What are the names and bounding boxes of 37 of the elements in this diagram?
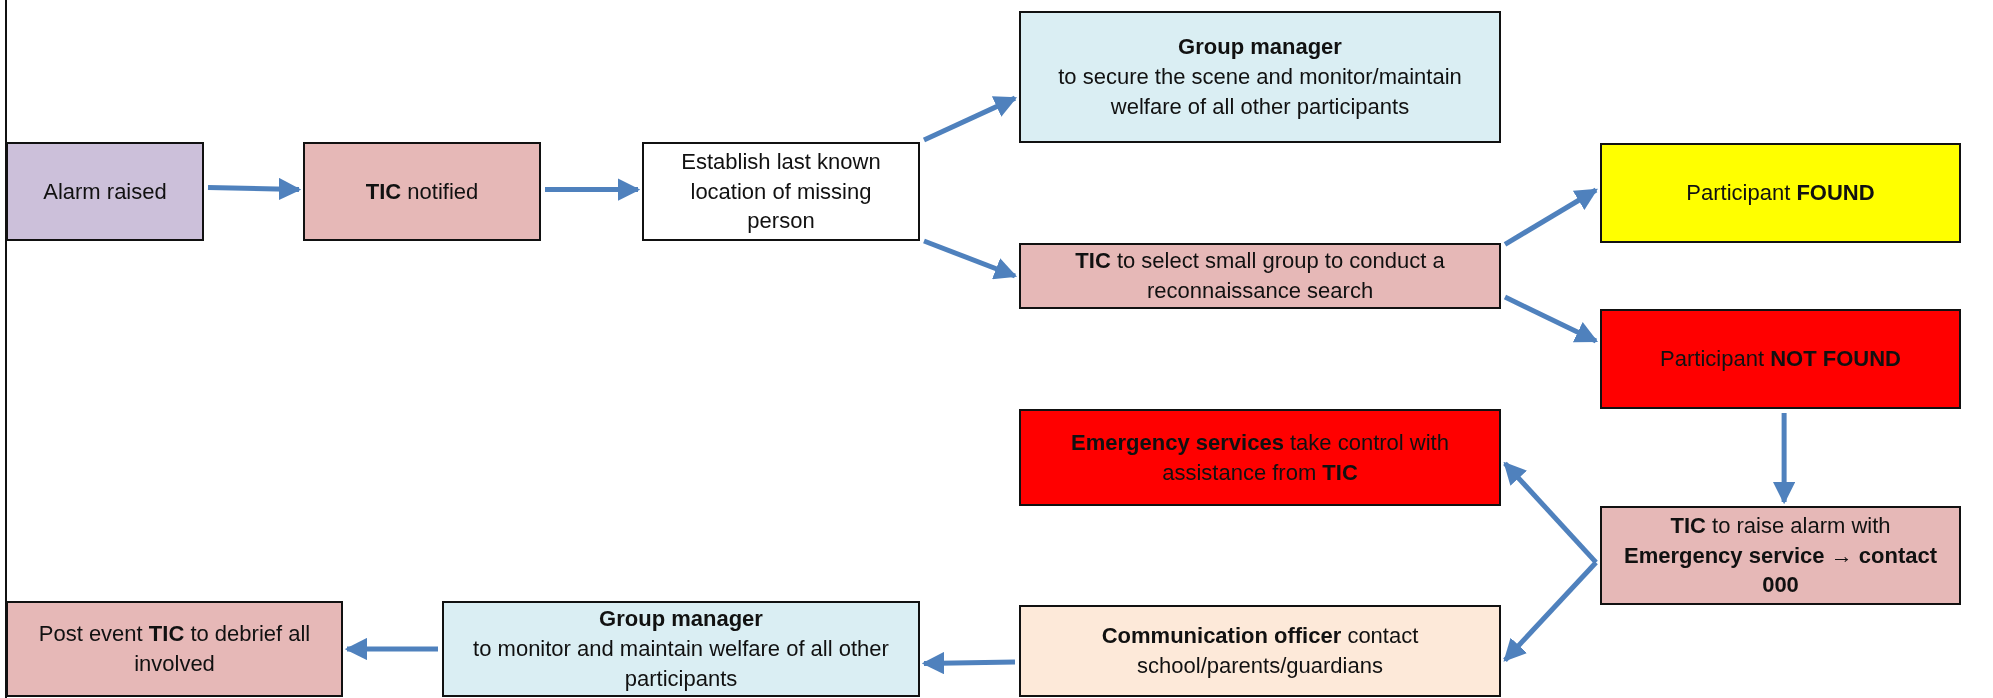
box-text: TIC to raise alarm with Emergency service → contact 000 [1622,511,1938,600]
arrow [344,637,438,661]
process-box [1600,506,1961,605]
arrow [545,178,641,201]
process-box [6,142,204,241]
arrow [1772,413,1796,505]
box-heading: Group manager [599,605,763,634]
box-text: TIC to select small group to conduct a reconnaissance search [1074,247,1446,305]
box-text: to monitor and maintain welfare of all other participants [472,635,890,693]
box-text: Emergency services take control with assistance from TIC [1070,428,1450,487]
arrow [1503,560,1598,662]
arrow [923,238,1018,280]
arrow [207,177,302,201]
process-box [1600,309,1961,409]
process-box [442,601,920,697]
box-text: Alarm raised [43,177,167,206]
box-heading: Group manager [1178,33,1342,62]
box-text: Participant NOT FOUND [1660,345,1901,374]
process-box [303,142,541,241]
box-text: to secure the scene and monitor/maintain welfare of all other participants [1057,63,1463,121]
arrow [922,95,1018,143]
process-box [1600,143,1961,243]
arrow [1503,187,1598,247]
box-text: Participant FOUND [1686,179,1875,208]
process-box [1019,243,1501,309]
arrow [1503,461,1598,565]
process-box [1019,605,1501,697]
box-text: TIC notified [365,177,479,206]
box-text: Establish last known location of missing person [680,147,882,236]
process-box [6,601,343,697]
arrow [1503,294,1599,344]
arrow [921,651,1016,675]
box-text: Post event TIC to debrief all involved [37,620,312,678]
process-box [642,142,920,241]
process-box [1019,11,1501,143]
process-box [1019,409,1501,506]
box-text: Communication officer contact school/parents/guardians [1100,622,1420,680]
